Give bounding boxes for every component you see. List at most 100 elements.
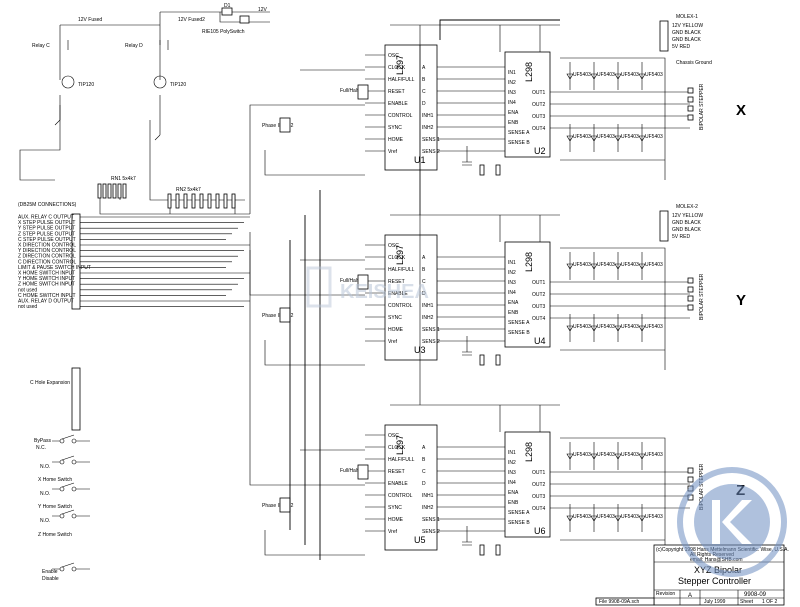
flyback-diode [614,504,622,532]
l297-pin-left: Vref [388,529,398,535]
l297-pin-left: ENABLE [388,291,408,297]
stepper-terminal [687,476,694,483]
l298-pin-left: IN1 [508,450,516,456]
switch-contact [59,438,65,444]
tip120-label-b: TIP120 [170,82,186,88]
l297-pin-left: HOME [388,137,404,143]
diode-label: UF5403 [621,72,639,78]
db25-pin-label: AUX. RELAY C OUTPUT [18,215,74,221]
l298-pin-left: SENSE A [508,130,530,136]
stepper-terminal [687,467,694,474]
db25-pin-label: C STEP PULSE OUTPUT [18,237,76,243]
db25-pin-label: Y DIRECTION CONTROL [18,248,76,254]
sense-resistor [479,544,485,556]
molex-connector [659,20,669,52]
l298-pin-left: IN2 [508,80,516,86]
stage-x-axis: L297U1OSCCLOCKHALF/FULLRESETENABLECONTRO… [249,14,746,214]
full-half-label: Full/Half [340,88,359,94]
diode-rail [560,57,666,180]
tip120-label-a: TIP120 [78,82,94,88]
polyswitch [239,15,250,24]
l297-chip [384,44,438,171]
flyback-diode [590,442,598,470]
flyback-diode [590,314,598,342]
rights-text: All Rights Reserved [690,552,734,558]
l298-pin-left: ENB [508,120,519,126]
l298-pin-left: SENSE B [508,330,530,336]
rn1-resistor [97,183,102,199]
rn2-resistor [215,193,220,209]
phase-jumper [279,307,291,323]
db25-pin-label: C HOME SWITCH INPUT [18,293,76,299]
l297-pin-right: A [422,445,426,451]
rn2-label: RN2 5x4k7 [176,187,201,193]
l297-pin-left: SYNC [388,505,402,511]
l297-pin-right: INH2 [422,125,434,131]
diode-label: UF5403 [645,452,663,458]
switch-lever [52,455,90,463]
switch-contact [59,566,65,572]
l297-label: L297 [395,435,405,455]
enable-label: Enable [42,569,58,575]
axis-label: X [736,102,746,119]
l298-pin-left: ENA [508,110,519,116]
flyback-diode [638,124,646,152]
flyback-diode [566,442,574,470]
switch-section: ByPass N.C. N.O. X Home Switch N.O. Y Ho… [34,434,90,582]
diode-label: UF5403 [621,452,639,458]
molex-pin-label: 5V RED [672,234,690,240]
l298-pin-left: SENSE B [508,520,530,526]
l298-pin-right: OUT4 [532,506,546,512]
nc-label: N.C. [36,445,46,451]
l297-pin-right: INH1 [422,303,434,309]
l298-label: L298 [524,62,534,82]
l297-pin-left: SYNC [388,125,402,131]
l298-pin-right: OUT1 [532,280,546,286]
full-half-jumper [357,274,369,290]
stage-z-axis: L297U5OSCCLOCKHALF/FULLRESETENABLECONTRO… [249,45,745,560]
flyback-diode [590,504,598,532]
l297-pin-right: SENS 2 [422,529,440,535]
l298-ref: U4 [534,336,546,346]
molex-pin-label: 12V YELLOW [672,213,703,219]
l297-ref: U5 [414,535,426,545]
full-half-label: Full/Half [340,278,359,284]
l298-pin-left: IN1 [508,260,516,266]
doc-number: 9908-09 [744,592,767,598]
l298-ref: U6 [534,526,546,536]
diode-rail [560,247,666,370]
l297-pin-right: INH2 [422,315,434,321]
l298-pin-right: OUT1 [532,90,546,96]
rn1-resistor [102,183,107,199]
l297-pin-right: SENS 2 [422,339,440,345]
l297-pin-left: RESET [388,469,405,475]
diode-label: UF5403 [621,514,639,520]
l297-pin-right: C [422,469,426,475]
no1-label: N.O. [40,464,50,470]
relay-d-label: Relay D [125,43,143,49]
molex-pin-label: GND BLACK [672,30,702,36]
l298-pin-right: OUT2 [532,482,546,488]
molex-pin-label: GND BLACK [672,37,702,43]
diode-label: UF5403 [621,134,639,140]
db25-pin-label: Y HOME SWITCH INPUT [18,276,75,282]
l297-pin-right: SENS 2 [422,149,440,155]
l297-pin-right: B [422,77,426,83]
l297-chip [384,234,438,361]
rn1-resistor [107,183,112,199]
diode-d1 [221,7,233,16]
switch-contact [59,486,65,492]
watermark-text: KEISHEA [340,281,429,303]
diode-label: UF5403 [573,262,591,268]
diode-label: UF5403 [573,514,591,520]
axis-label: Y [736,292,746,309]
y-home-switch-label: Y Home Switch [38,504,72,510]
flyback-diode [566,314,574,342]
flyback-diode [638,314,646,342]
l297-label: L297 [395,245,405,265]
l298-pin-left: ENA [508,300,519,306]
phase-jumper [279,497,291,513]
flyback-diode [566,504,574,532]
rn2-resistor [199,193,204,209]
